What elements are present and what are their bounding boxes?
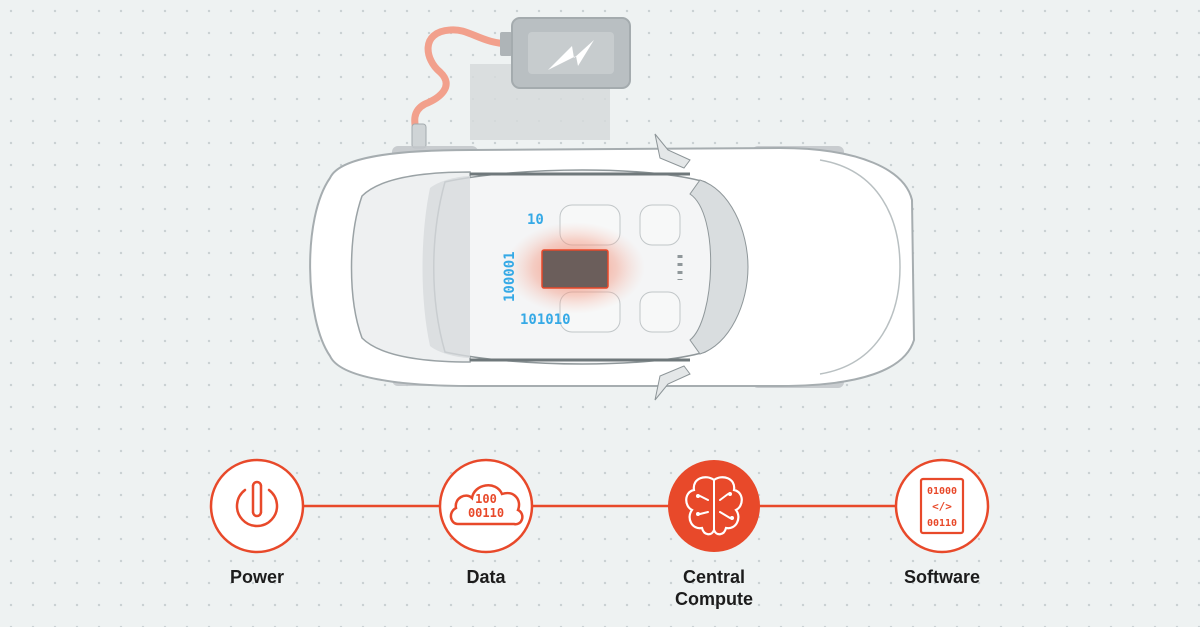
software-icon-text-1: 01000 <box>927 486 957 497</box>
label-data: Data <box>396 566 576 588</box>
label-power: Power <box>167 566 347 588</box>
label-central-compute: Central Compute <box>624 566 804 610</box>
software-icon-text-3: 00110 <box>927 518 957 529</box>
label-central-compute-line-1: Central <box>682 567 745 587</box>
battery-icon <box>500 17 631 89</box>
data-icon-text-2: 00110 <box>468 506 504 520</box>
data-cloud-icon: 100 00110 <box>438 458 534 554</box>
label-central-compute-line-2: Compute <box>675 589 753 609</box>
software-icon-text-2: </> <box>932 500 952 513</box>
binary-side: 100001 <box>502 251 518 302</box>
charging-plug <box>411 123 427 149</box>
label-software: Software <box>852 566 1032 588</box>
brain-icon <box>668 460 760 552</box>
binary-bottom: 101010 <box>520 312 571 328</box>
label-data-line-1: Data <box>466 567 506 587</box>
label-software-line-1: Software <box>903 567 981 587</box>
binary-top: 10 <box>527 212 544 228</box>
data-icon-text-1: 100 <box>475 492 497 506</box>
label-power-line-1: Power <box>229 567 285 587</box>
compute-chip <box>541 249 609 289</box>
charging-cable <box>411 26 516 144</box>
code-document-icon: 01000 </> 00110 <box>894 458 990 554</box>
power-icon <box>209 458 305 554</box>
